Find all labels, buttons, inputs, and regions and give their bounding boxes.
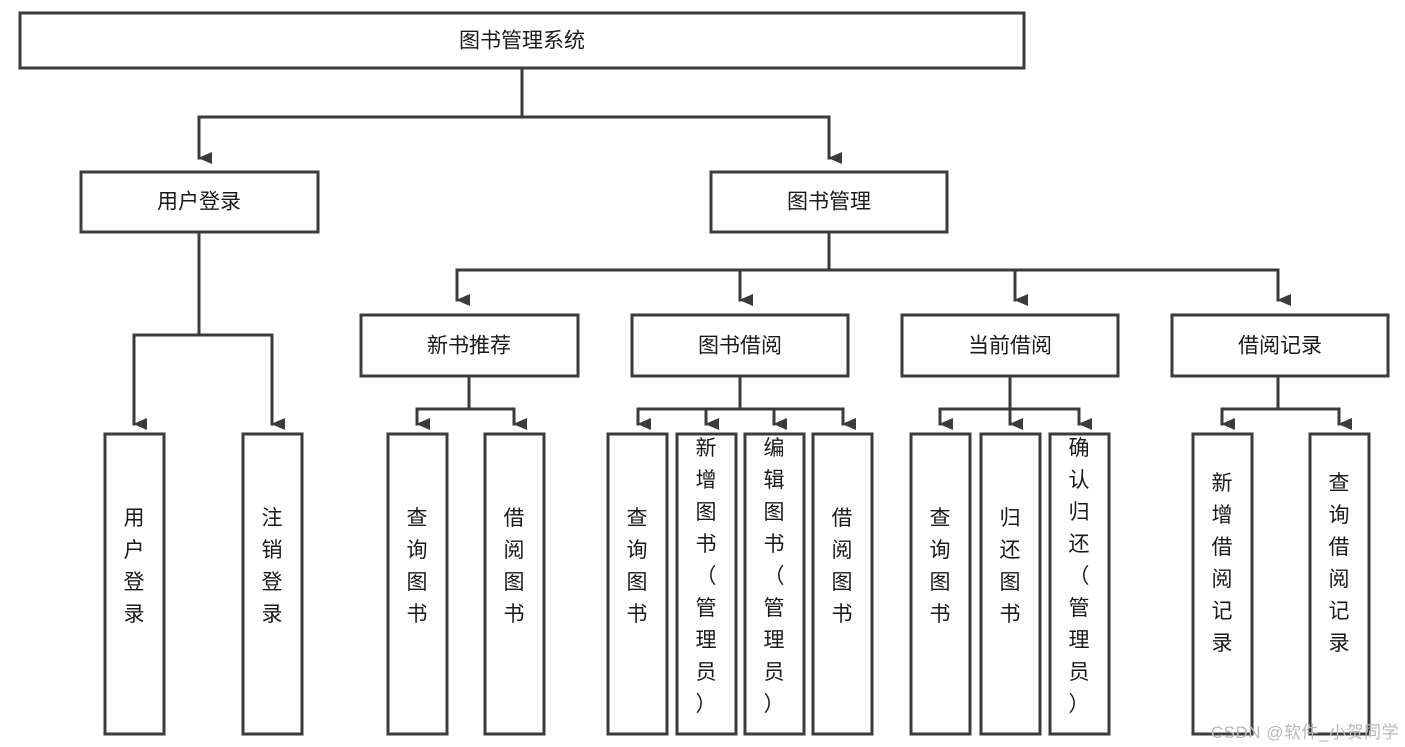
node-leaf-add-book[interactable]: 新增图书（管理员） bbox=[675, 432, 738, 736]
node-leaf-borrow-book-2[interactable]: 借阅图书 bbox=[811, 432, 874, 736]
node-leaf-borrow-book-1-box[interactable] bbox=[483, 432, 546, 736]
watermark-label: CSDN @软件_小贺同学 bbox=[1210, 723, 1399, 742]
node-current-borrow-box[interactable] bbox=[900, 313, 1120, 378]
edge-group-new-book-recommend-to-leaves bbox=[415, 374, 527, 430]
node-book-borrow[interactable]: 图书借阅 bbox=[630, 313, 850, 378]
node-borrow-record-label: 借阅记录 bbox=[1238, 335, 1322, 358]
node-leaf-borrow-book-1[interactable]: 借阅图书 bbox=[483, 432, 546, 736]
node-leaf-edit-book[interactable]: 编辑图书（管理员） bbox=[743, 432, 806, 736]
node-leaf-confirm-return-box[interactable] bbox=[1048, 432, 1111, 736]
node-leaf-confirm-return[interactable]: 确认归还（管理员） bbox=[1048, 432, 1111, 736]
node-leaf-user-login-box[interactable] bbox=[103, 432, 166, 736]
node-current-borrow[interactable]: 当前借阅 bbox=[900, 313, 1120, 378]
node-leaf-return-book[interactable]: 归还图书 bbox=[979, 432, 1042, 736]
node-book-management-box[interactable] bbox=[709, 170, 949, 234]
node-leaf-query-record-box[interactable] bbox=[1308, 432, 1371, 736]
node-new-book-recommend-box[interactable] bbox=[359, 313, 580, 378]
node-user-login[interactable]: 用户登录 bbox=[79, 170, 320, 234]
node-leaf-query-book-1-box[interactable] bbox=[386, 432, 449, 736]
node-leaf-user-login[interactable]: 用户登录 bbox=[103, 432, 166, 736]
node-leaf-borrow-book-1-label: 借阅图书 bbox=[504, 507, 525, 626]
node-leaf-query-book-3-label: 查询图书 bbox=[930, 507, 951, 626]
node-leaf-query-book-2[interactable]: 查询图书 bbox=[606, 432, 669, 736]
node-borrow-record-box[interactable] bbox=[1170, 313, 1390, 378]
node-current-borrow-label: 当前借阅 bbox=[968, 335, 1052, 358]
edge-group-current-borrow-to-leaves bbox=[938, 374, 1092, 430]
node-borrow-record[interactable]: 借阅记录 bbox=[1170, 313, 1390, 378]
node-leaf-add-book-box[interactable] bbox=[675, 432, 738, 736]
node-leaf-add-record-label: 新增借阅记录 bbox=[1212, 472, 1233, 655]
node-leaf-user-login-label: 用户登录 bbox=[124, 507, 145, 626]
node-leaf-return-book-label: 归还图书 bbox=[1000, 507, 1021, 626]
node-leaf-query-book-2-label: 查询图书 bbox=[627, 507, 648, 626]
node-leaf-add-record-box[interactable] bbox=[1191, 432, 1254, 736]
node-leaf-return-book-box[interactable] bbox=[979, 432, 1042, 736]
node-leaf-logout-login[interactable]: 注销登录 bbox=[241, 432, 304, 736]
node-book-management-label: 图书管理 bbox=[787, 191, 871, 214]
node-book-management[interactable]: 图书管理 bbox=[709, 170, 949, 234]
node-leaf-query-book-2-box[interactable] bbox=[606, 432, 669, 736]
node-root-box[interactable] bbox=[18, 11, 1026, 70]
node-leaf-query-book-3[interactable]: 查询图书 bbox=[909, 432, 972, 736]
node-leaf-query-record[interactable]: 查询借阅记录 bbox=[1308, 432, 1371, 736]
edge-group-root-to-level2 bbox=[197, 66, 842, 164]
node-leaf-add-record[interactable]: 新增借阅记录 bbox=[1191, 432, 1254, 736]
node-leaf-add-book-label: 新增图书（管理员） bbox=[696, 437, 717, 716]
node-user-login-label: 用户登录 bbox=[157, 191, 241, 214]
edge-group-book-management-to-level3 bbox=[455, 230, 1291, 306]
edge-group-borrow-record-to-leaves bbox=[1220, 374, 1352, 430]
node-leaf-query-book-1-label: 查询图书 bbox=[407, 507, 428, 626]
node-leaf-query-record-label: 查询借阅记录 bbox=[1329, 472, 1350, 655]
node-new-book-recommend[interactable]: 新书推荐 bbox=[359, 313, 580, 378]
node-book-borrow-box[interactable] bbox=[630, 313, 850, 378]
node-user-login-box[interactable] bbox=[79, 170, 320, 234]
node-leaf-logout-login-box[interactable] bbox=[241, 432, 304, 736]
node-leaf-logout-login-label: 注销登录 bbox=[262, 507, 283, 626]
node-new-book-recommend-label: 新书推荐 bbox=[427, 335, 511, 358]
node-root-label: 图书管理系统 bbox=[459, 30, 585, 53]
node-leaf-query-book-3-box[interactable] bbox=[909, 432, 972, 736]
node-leaf-edit-book-label: 编辑图书（管理员） bbox=[764, 437, 785, 716]
node-leaf-borrow-book-2-label: 借阅图书 bbox=[832, 507, 853, 626]
node-book-borrow-label: 图书借阅 bbox=[698, 335, 782, 358]
node-leaf-confirm-return-label: 确认归还（管理员） bbox=[1069, 437, 1090, 716]
node-root[interactable]: 图书管理系统 bbox=[18, 11, 1026, 70]
edge-group-book-borrow-to-leaves bbox=[636, 374, 856, 430]
node-leaf-borrow-book-2-box[interactable] bbox=[811, 432, 874, 736]
node-leaf-edit-book-box[interactable] bbox=[743, 432, 806, 736]
node-leaf-query-book-1[interactable]: 查询图书 bbox=[386, 432, 449, 736]
edge-group-user-login-to-leaves bbox=[132, 230, 285, 430]
